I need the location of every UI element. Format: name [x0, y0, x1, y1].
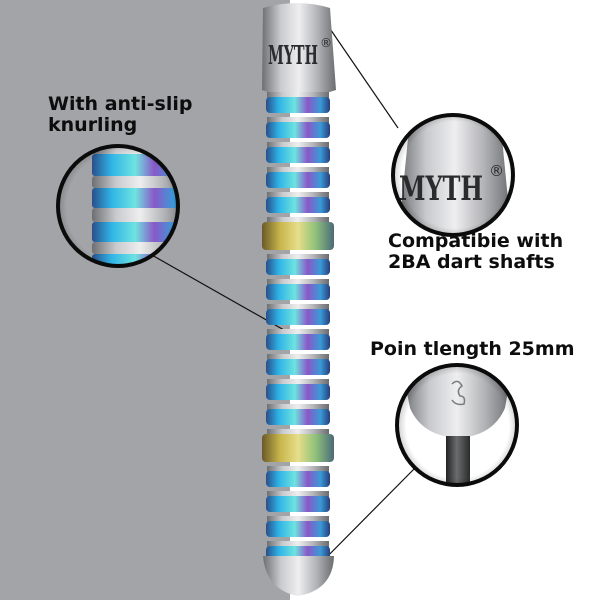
barrel-bottom-nose [263, 556, 334, 596]
brand-mark-magnified: MYTH [399, 169, 483, 209]
knurling-caption-line2: knurling [48, 114, 138, 136]
point-magnifier [395, 363, 519, 487]
barrel-ring [266, 334, 330, 350]
knurling-caption: With anti-slip knurling [48, 94, 192, 136]
registered-mark-barrel: ® [320, 36, 332, 50]
left-background [0, 0, 290, 600]
barrel-ring [266, 309, 330, 325]
barrel-ring [266, 259, 330, 275]
barrel-ring [266, 471, 330, 487]
barrel-ring [266, 97, 330, 113]
barrel-ring [266, 496, 330, 512]
barrel-ring [266, 409, 330, 425]
right-background [290, 0, 600, 600]
barrel-rings [262, 92, 334, 562]
point-length-caption: Poin tlength 25mm [370, 338, 575, 360]
barrel-ring [266, 359, 330, 375]
registered-mark-magnified: ® [489, 162, 504, 180]
barrel-ring [266, 172, 330, 188]
barrel-ring [266, 521, 330, 537]
barrel-ring [266, 147, 330, 163]
barrel-ring [266, 122, 330, 138]
brand-mark-barrel: MYTH [268, 41, 318, 71]
shaft-caption-line1: Compatibie with [388, 230, 564, 252]
knurling-caption-line1: With anti-slip [48, 93, 193, 115]
barrel-ring [266, 284, 330, 300]
barrel-ring [266, 384, 330, 400]
shaft-magnifier: MYTH ® [391, 113, 515, 237]
knurling-magnifier [56, 144, 180, 268]
leader-line-shaft [323, 19, 399, 129]
barrel-ring [262, 434, 334, 462]
leader-line-knurling [149, 253, 285, 331]
shaft-caption-line2: 2BA dart shafts [388, 251, 555, 273]
shaft-caption: Compatibie with 2BA dart shafts [388, 231, 563, 273]
barrel-top-cap [262, 3, 336, 97]
barrel-ring [262, 222, 334, 250]
barrel-ring [266, 197, 330, 213]
dart-barrel [262, 3, 336, 596]
